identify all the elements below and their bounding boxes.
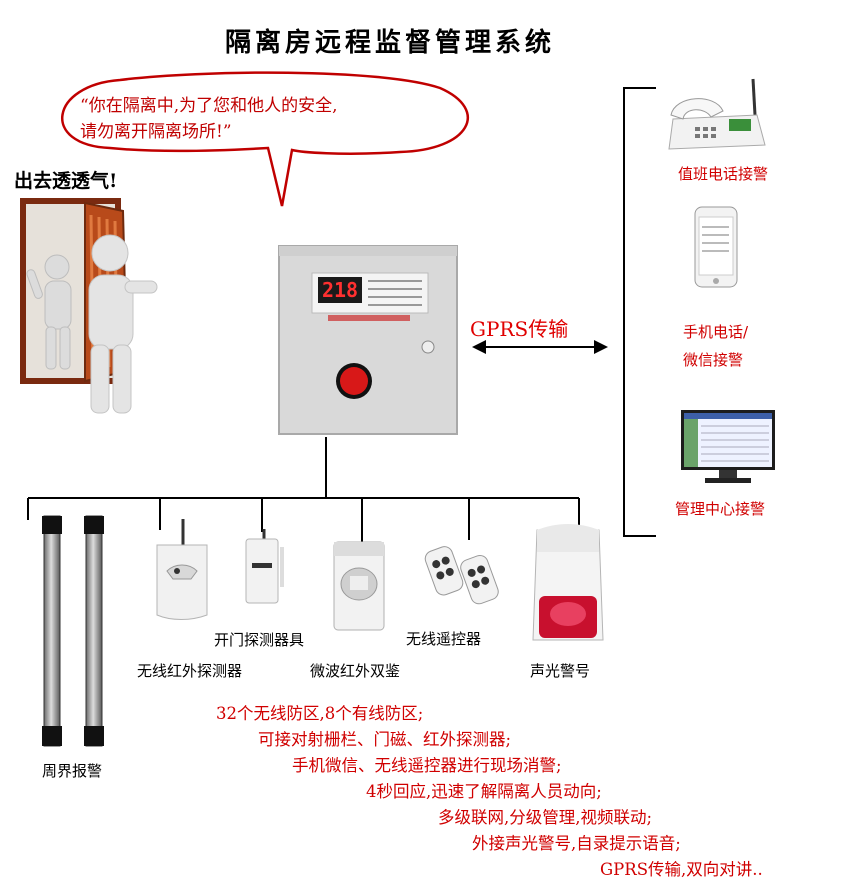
outside-label: 出去透透气!: [14, 170, 118, 192]
control-panel: 218: [278, 245, 458, 435]
feature-5: 多级联网,分级管理,视频联动;: [438, 808, 653, 827]
bubble-line-1: “你在隔离中,为了您和他人的安全,: [80, 96, 338, 116]
smartphone-icon: [694, 206, 738, 288]
monitor-icon: [681, 410, 775, 483]
microwave-ir-detector-icon: [333, 541, 385, 631]
gprs-label: GPRS传输: [470, 317, 569, 341]
receiver-mobile-label-line1: 手机电话/: [683, 323, 749, 341]
feature-3: 手机微信、无线遥控器进行现场消警;: [292, 756, 562, 775]
device-remote-label: 无线遥控器: [406, 630, 482, 648]
feature-6: 外接声光警号,自录提示语音;: [472, 834, 681, 853]
large-person-icon: [88, 234, 158, 414]
device-siren-label: 声光警号: [530, 662, 591, 680]
small-person-icon: [26, 254, 72, 370]
feature-4: 4秒回应,迅速了解隔离人员动向;: [366, 782, 602, 801]
remote-control-icon: [424, 546, 499, 605]
bidirectional-arrow-icon: [472, 340, 608, 354]
panel-display: 218: [322, 278, 358, 302]
siren-icon: [532, 524, 604, 641]
feature-1: 32个无线防区,8个有线防区;: [216, 704, 424, 723]
wireless-ir-detector-icon: [156, 519, 208, 620]
receiver-center-label: 管理中心接警: [675, 500, 766, 518]
panic-button[interactable]: [340, 367, 368, 395]
device-microwave-label: 微波红外双鉴: [310, 662, 401, 680]
bubble-text: “你在隔离中,为了您和他人的安全, 请勿离开隔离场所!”: [80, 93, 460, 145]
receiver-bracket: [623, 87, 656, 537]
door-sensor-icon: [245, 529, 284, 604]
key-lock-icon: [421, 340, 435, 354]
device-door-label: 开门探测器具: [214, 631, 305, 649]
device-wireless-ir-label: 无线红外探测器: [137, 662, 243, 680]
desk-phone-icon: [668, 78, 766, 150]
feature-2: 可接对射栅栏、门磁、红外探测器;: [258, 730, 512, 749]
page-title: 隔离房远程监督管理系统: [224, 28, 555, 58]
receiver-duty-phone-label: 值班电话接警: [678, 165, 769, 183]
door-figures-illustration: [20, 198, 158, 414]
perimeter-beam-icon: [42, 515, 104, 747]
bubble-line-2: 请勿离开隔离场所!”: [80, 122, 232, 142]
feature-7: GPRS传输,双向对讲..: [600, 860, 763, 879]
speech-bubble: [60, 71, 469, 207]
device-perimeter-label: 周界报警: [42, 762, 103, 780]
receiver-mobile-label: 手机电话/ 微信接警: [683, 318, 748, 374]
receiver-mobile-label-line2: 微信接警: [683, 351, 744, 369]
